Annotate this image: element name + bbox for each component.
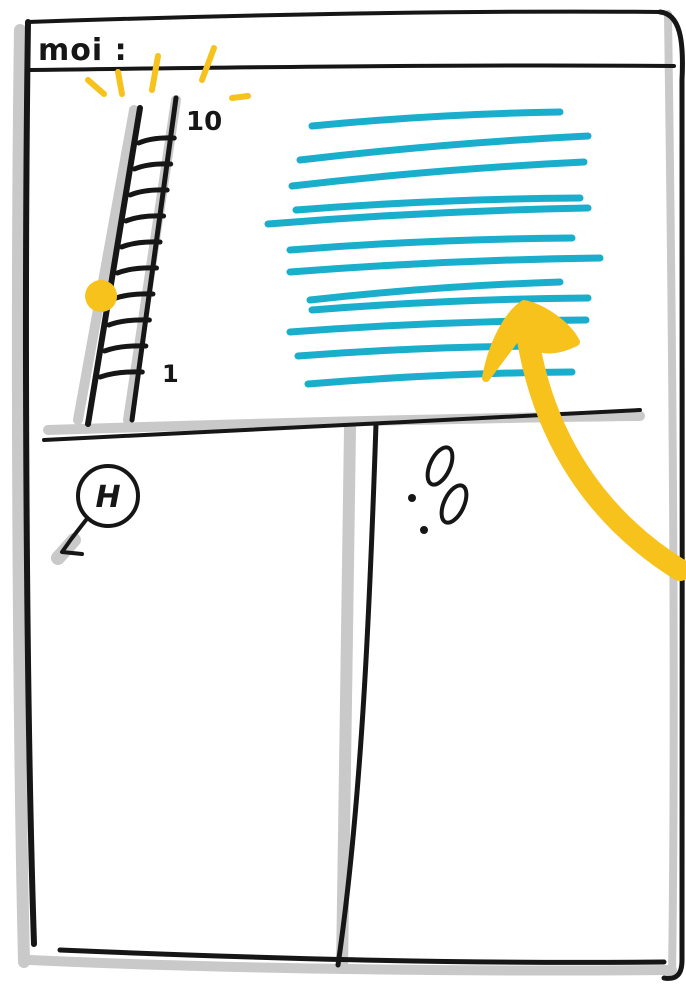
scale-bottom-label: 1 <box>162 360 179 388</box>
yellow-arrow <box>486 304 680 570</box>
writing-line <box>300 136 588 160</box>
magnifier-h-icon: H <box>58 466 138 558</box>
writing-line <box>312 112 560 126</box>
scale-ladder: 10 1 <box>78 48 248 424</box>
header-label: moi : <box>38 33 128 68</box>
writing-line <box>292 162 584 186</box>
writing-line <box>290 238 572 250</box>
writing-line <box>312 298 588 310</box>
level-marker <box>85 280 117 312</box>
footprints-icon <box>408 444 472 534</box>
magnifier-glyph: H <box>95 480 120 515</box>
arrow-shaft <box>525 320 680 570</box>
header: moi : <box>30 33 674 70</box>
writing-line <box>290 258 600 272</box>
scale-top-label: 10 <box>186 107 222 137</box>
